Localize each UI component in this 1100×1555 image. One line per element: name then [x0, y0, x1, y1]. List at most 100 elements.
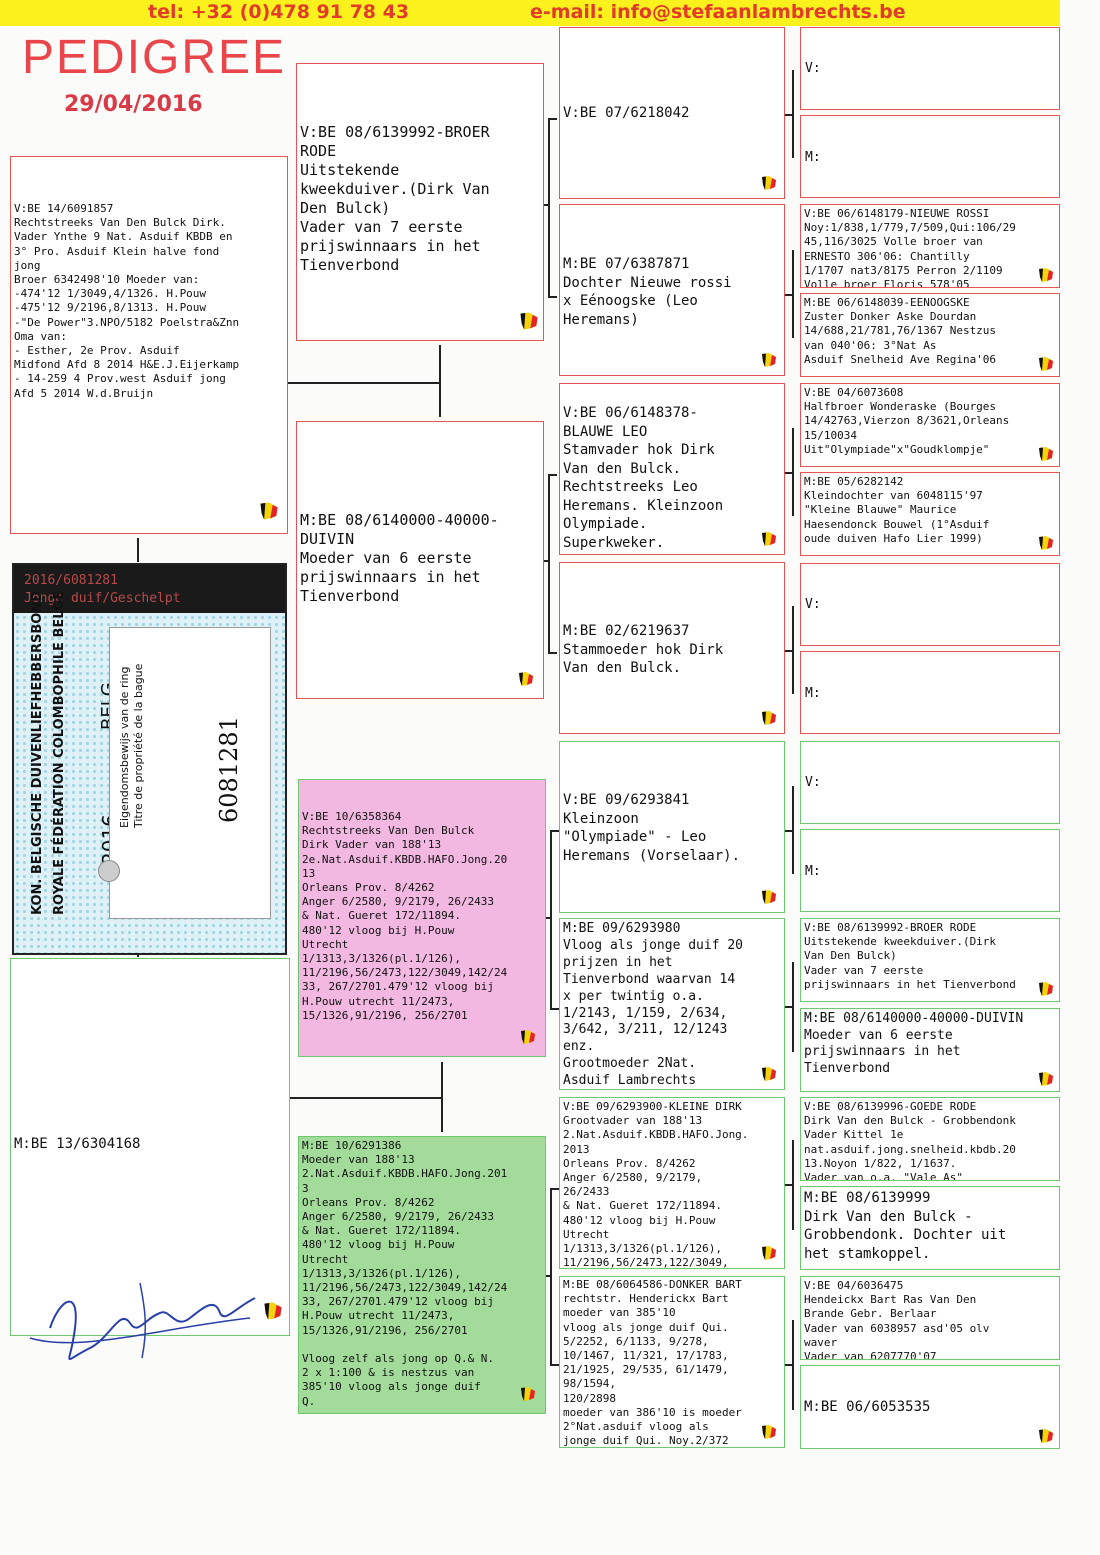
gen4-box-15: V:BE 04/6036475 Hendeickx Bart Ras Van D… — [800, 1276, 1060, 1360]
connector-line — [785, 830, 793, 832]
gen3-text-7: V:BE 09/6293900-KLEINE DIRK Grootvader v… — [563, 1100, 749, 1269]
gen4-text-5: V:BE 04/6073608 Halfbroer Wonderaske (Bo… — [804, 386, 1010, 456]
gen4-box-5: V:BE 04/6073608 Halfbroer Wonderaske (Bo… — [800, 383, 1060, 467]
ring-card-window: Eigendomsbewijs van de ring Titre de pro… — [98, 627, 271, 919]
gen4-box-12: M:BE 08/6140000-40000-DUIVIN Moeder van … — [800, 1008, 1060, 1092]
gen4-text-2: M: — [805, 150, 821, 165]
connector-line — [785, 650, 793, 652]
flag-icon — [258, 500, 278, 520]
dam-sire-box: V:BE 10/6358364 Rechtstreeks Van Den Bul… — [298, 779, 546, 1057]
federation-name-fr: ROYALE FÉDÉRATION COLOMBOPHILE BELGE — [52, 590, 67, 915]
ring-certificate-card: 2016/6081281 Jonge duif/Geschelpt KON. B… — [12, 563, 287, 955]
header-bar: tel: +32 (0)478 91 78 43 e-mail: info@st… — [0, 0, 1060, 26]
gen4-box-4: M:BE 06/6148039-EENOOGSKE Zuster Donker … — [800, 293, 1060, 377]
gen4-box-16: M:BE 06/6053535 — [800, 1365, 1060, 1449]
connector-line — [137, 955, 139, 957]
connector-line — [785, 114, 793, 116]
gen3-box-7: V:BE 09/6293900-KLEINE DIRK Grootvader v… — [559, 1097, 785, 1269]
gen3-text-6: M:BE 09/6293980 Vloog als jonge duif 20 … — [563, 921, 744, 1089]
gen4-text-16: M:BE 06/6053535 — [804, 1399, 931, 1415]
gen4-box-8: M: — [800, 651, 1060, 734]
connector-line — [785, 1006, 793, 1008]
gen3-box-6: M:BE 09/6293980 Vloog als jonge duif 20 … — [559, 918, 785, 1090]
connector-line — [548, 652, 557, 654]
gen3-text-5: V:BE 09/6293841 Kleinzoon "Olympiade" - … — [563, 792, 741, 864]
gen4-text-14: M:BE 08/6139999 Dirk Van den Bulck - Gro… — [804, 1190, 1007, 1262]
federation-name-nl: KON. BELGISCHE DUIVENLIEFHEBBERSBOND — [30, 590, 45, 915]
gen4-box-2: M: — [800, 115, 1060, 198]
connector-line — [546, 1275, 551, 1277]
connector-line — [785, 1184, 793, 1186]
gen4-text-3: V:BE 06/6148179-NIEUWE ROSSI Noy:1/838,1… — [804, 207, 1016, 288]
gen3-box-4: M:BE 02/6219637 Stammoeder hok Dirk Van … — [559, 562, 785, 734]
gen4-box-10: M: — [800, 829, 1060, 912]
connector-line — [550, 1008, 559, 1010]
connector-line — [550, 1188, 559, 1190]
flag-icon — [760, 351, 778, 369]
connector-bracket — [550, 830, 552, 1008]
sire-dam-text: M:BE 08/6140000-40000- DUIVIN Moeder van… — [300, 511, 499, 605]
gen4-box-3: V:BE 06/6148179-NIEUWE ROSSI Noy:1/838,1… — [800, 204, 1060, 288]
ownership-text-fr: Titre de propriété de la bague — [132, 663, 145, 828]
gen4-box-14: M:BE 08/6139999 Dirk Van den Bulck - Gro… — [800, 1186, 1060, 1270]
flag-icon — [1037, 534, 1055, 552]
gen3-text-2: M:BE 07/6387871 Dochter Nieuwe rossi x E… — [563, 256, 732, 328]
connector-line — [548, 296, 557, 298]
connector-bracket — [548, 474, 550, 652]
ownership-text-nl: Eigendomsbewijs van de ring — [118, 666, 131, 828]
flag-icon — [1037, 980, 1055, 998]
email-text: e-mail: info@stefaanlambrechts.be — [530, 1, 906, 23]
phone-text: tel: +32 (0)478 91 78 43 — [148, 1, 410, 23]
gen4-text-4: M:BE 06/6148039-EENOOGSKE Zuster Donker … — [804, 296, 997, 366]
connector-line — [544, 560, 549, 562]
sire-dam-box: M:BE 08/6140000-40000- DUIVIN Moeder van… — [296, 421, 544, 699]
dam-dam-box: M:BE 10/6291386 Moeder van 188'13 2.Nat.… — [298, 1136, 546, 1414]
flag-icon — [760, 888, 778, 906]
connector-line — [785, 1364, 793, 1366]
connector-line — [137, 538, 139, 562]
gen4-box-1: V: — [800, 27, 1060, 110]
gen4-text-6: M:BE 05/6282142 Kleindochter van 6048115… — [804, 475, 990, 545]
dam-sire-text: V:BE 10/6358364 Rechtstreeks Van Den Bul… — [302, 810, 508, 1022]
gen4-text-11: V:BE 08/6139992-BROER RODE Uitstekende k… — [804, 921, 1016, 991]
sire-text: V:BE 14/6091857 Rechtstreeks Van Den Bul… — [14, 202, 240, 400]
connector-line — [439, 345, 441, 417]
connector-line — [785, 294, 793, 296]
flag-icon — [1037, 1070, 1055, 1088]
connector-line — [288, 382, 440, 384]
flag-icon — [1037, 266, 1055, 284]
flag-icon — [760, 530, 778, 548]
connector-bracket — [548, 118, 550, 296]
card-hole — [98, 860, 120, 882]
ring-description: Jonge duif/Geschelpt — [24, 591, 181, 606]
gen3-text-3: V:BE 06/6148378- BLAUWE LEO Stamvader ho… — [563, 405, 724, 551]
connector-line — [441, 1062, 443, 1132]
dam-box: M:BE 13/6304168 — [10, 958, 290, 1336]
flag-icon — [760, 1244, 778, 1262]
connector-line — [546, 917, 551, 919]
flag-icon — [1037, 1427, 1055, 1445]
gen4-text-10: M: — [805, 864, 821, 879]
sire-box: V:BE 14/6091857 Rechtstreeks Van Den Bul… — [10, 156, 288, 534]
signature-icon — [20, 1268, 280, 1368]
gen4-text-1: V: — [805, 61, 821, 76]
flag-icon — [760, 709, 778, 727]
gen4-text-13: V:BE 08/6139996-GOEDE RODE Dirk Van den … — [804, 1100, 1016, 1181]
gen4-box-11: V:BE 08/6139992-BROER RODE Uitstekende k… — [800, 918, 1060, 1002]
flag-icon — [518, 310, 538, 330]
connector-line — [550, 1364, 559, 1366]
gen4-box-7: V: — [800, 563, 1060, 646]
sire-sire-text: V:BE 08/6139992-BROER RODE Uitstekende k… — [300, 123, 490, 274]
gen4-text-12: M:BE 08/6140000-40000-DUIVIN Moeder van … — [804, 1011, 1024, 1076]
flag-icon — [519, 1385, 537, 1403]
flag-icon — [517, 670, 535, 688]
gen3-text-4: M:BE 02/6219637 Stammoeder hok Dirk Van … — [563, 623, 724, 676]
gen4-box-6: M:BE 05/6282142 Kleindochter van 6048115… — [800, 472, 1060, 556]
flag-icon — [760, 1423, 778, 1441]
connector-line — [785, 472, 793, 474]
flag-icon — [760, 1065, 778, 1083]
gen4-box-9: V: — [800, 741, 1060, 824]
connector-line — [550, 830, 559, 832]
dam-dam-text: M:BE 10/6291386 Moeder van 188'13 2.Nat.… — [302, 1139, 508, 1408]
gen3-box-1: V:BE 07/6218042 — [559, 27, 785, 199]
